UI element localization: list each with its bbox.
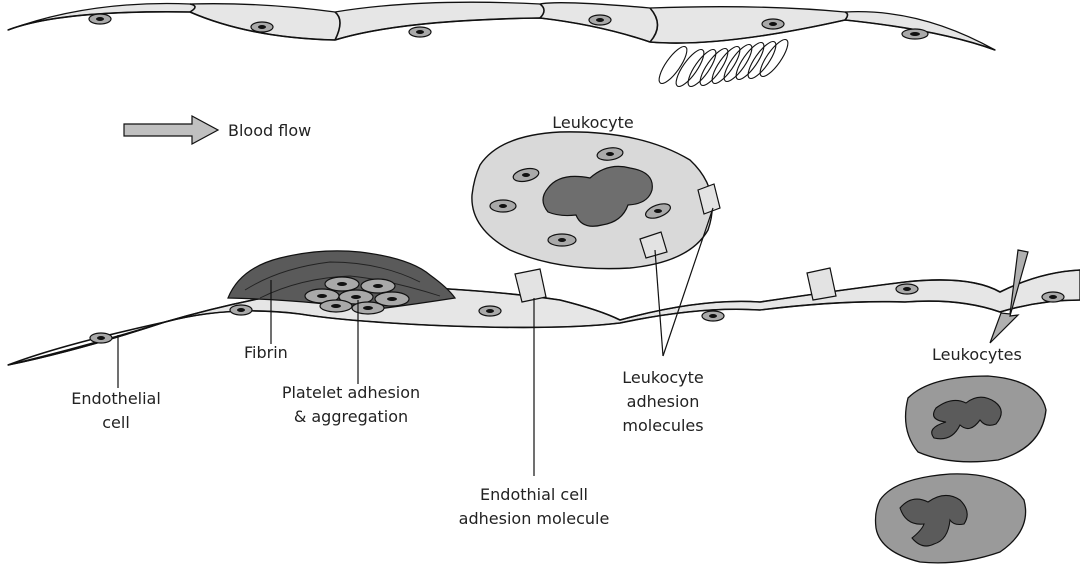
label-line: Leukocyte (622, 368, 703, 387)
emigrated-leukocyte-2 (876, 474, 1026, 563)
label-line: adhesion (627, 392, 700, 411)
leukocyte-cell (472, 132, 712, 269)
platelet-label: Platelet adhesion & aggregation (282, 383, 420, 426)
label-line: cell (102, 413, 130, 432)
leukocytes-label: Leukocytes (932, 345, 1022, 364)
label-line: adhesion molecule (459, 509, 610, 528)
emigrated-leukocyte-1 (906, 376, 1046, 462)
blood-flow-arrow: Blood flow (124, 116, 311, 144)
lam-leader-1 (655, 250, 663, 356)
leukocyte-adhesion-molecules-label: Leukocyte adhesion molecules (622, 368, 703, 435)
bottom-vessel-wall (8, 270, 1080, 365)
label-line: Platelet adhesion (282, 383, 420, 402)
bottom-endothelial-cells (8, 270, 1080, 365)
label-line: & aggregation (294, 407, 408, 426)
endothelial-cell-label: Endothelial cell (71, 389, 161, 432)
ecam-molecule-2 (807, 268, 836, 300)
blood-flow-label: Blood flow (228, 121, 311, 140)
fibrin-label: Fibrin (244, 343, 288, 362)
leukocyte-label: Leukocyte (552, 113, 633, 132)
endothelial-cell-adhesion-molecule-label: Endothial cell adhesion molecule (459, 485, 610, 528)
label-line: Endothelial (71, 389, 161, 408)
endothelial-adhesion-molecules (515, 268, 836, 302)
top-vessel-wall (8, 2, 995, 90)
label-line: Endothial cell (480, 485, 588, 504)
label-line: molecules (622, 416, 703, 435)
rolling-leukocyte-trail (655, 36, 793, 90)
top-endothelial-cell (8, 2, 995, 50)
